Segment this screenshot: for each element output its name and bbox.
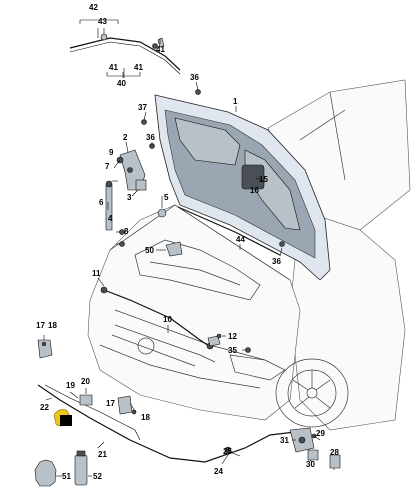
- label-11: 11: [92, 269, 101, 278]
- label-20: 20: [81, 377, 90, 386]
- label-2: 2: [123, 133, 128, 142]
- label-6: 6: [99, 198, 104, 207]
- label-23: 23: [61, 417, 70, 426]
- leader-lines: [43, 19, 335, 477]
- label-17-left: 17: [36, 321, 45, 330]
- label-50: 50: [145, 246, 154, 255]
- hood-seal: [177, 206, 285, 256]
- label-8: 8: [124, 227, 129, 236]
- label-30: 30: [306, 460, 315, 469]
- spray-cans: [34, 450, 88, 487]
- hood: [154, 94, 331, 281]
- label-17-mid: 17: [106, 399, 115, 408]
- hood-lock-right: [289, 427, 341, 469]
- label-37: 37: [138, 103, 147, 112]
- part-labels: 42 43 41 41 41 40 36 1 37 2 36 15 16 9 7…: [36, 3, 339, 481]
- label-23-highlight: [60, 415, 72, 426]
- bracket-50: [165, 241, 183, 257]
- hinge-assembly: [105, 43, 201, 247]
- label-5: 5: [164, 193, 169, 202]
- label-12: 12: [228, 332, 237, 341]
- release-cable-lower: [37, 384, 296, 463]
- label-51: 51: [62, 472, 71, 481]
- label-18-left: 18: [48, 321, 57, 330]
- label-28: 28: [330, 448, 339, 457]
- label-25: 25: [223, 447, 232, 456]
- label-15: 15: [259, 175, 268, 184]
- label-4: 4: [108, 214, 113, 223]
- label-41-top: 41: [156, 45, 165, 54]
- label-36-top: 36: [190, 73, 199, 82]
- label-52: 52: [93, 472, 102, 481]
- label-41-left: 41: [109, 63, 118, 72]
- label-36-low: 36: [272, 257, 281, 266]
- label-35: 35: [228, 346, 237, 355]
- latch-left: [37, 339, 53, 359]
- label-43: 43: [98, 17, 107, 26]
- label-22: 22: [40, 403, 49, 412]
- label-31: 31: [280, 436, 289, 445]
- label-24: 24: [214, 467, 223, 476]
- label-36-mid: 36: [146, 133, 155, 142]
- label-40: 40: [117, 79, 126, 88]
- label-29: 29: [316, 429, 325, 438]
- label-19: 19: [66, 381, 75, 390]
- label-21: 21: [98, 450, 107, 459]
- label-16: 16: [250, 186, 259, 195]
- label-3: 3: [127, 193, 132, 202]
- label-42: 42: [89, 3, 98, 12]
- label-44: 44: [236, 235, 245, 244]
- label-9: 9: [109, 148, 114, 157]
- windscreen-seal-strip: [69, 33, 181, 75]
- label-1: 1: [233, 97, 238, 106]
- label-18-mid: 18: [141, 413, 150, 422]
- label-7: 7: [105, 162, 110, 171]
- label-41-right: 41: [134, 63, 143, 72]
- label-10: 10: [163, 315, 172, 324]
- release-cable-front: [100, 286, 251, 353]
